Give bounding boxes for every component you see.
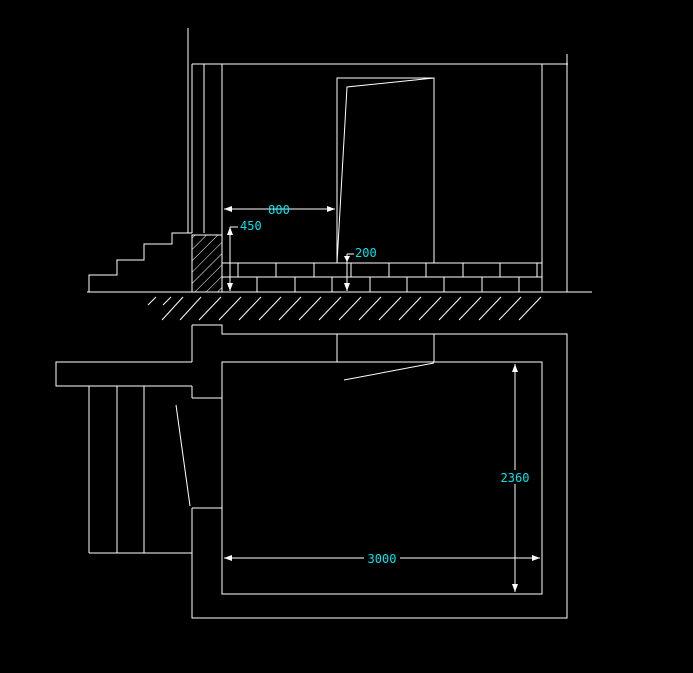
dimension-room-width-label: 3000 — [368, 552, 397, 566]
plan-entry-landing — [55, 361, 192, 387]
dimension-floor-thickness: 200 — [344, 246, 377, 291]
section-right-wall — [541, 54, 568, 292]
plan-stairs — [88, 386, 192, 554]
dimension-floor-thickness-label: 200 — [355, 246, 377, 260]
plan-side-door — [175, 386, 222, 553]
section-brick-floor — [221, 262, 543, 293]
dimension-step-height-label: 450 — [240, 219, 262, 233]
dimension-room-depth: 2360 — [496, 364, 534, 592]
plan-inner-room — [221, 361, 543, 595]
dimension-door-offset: 800 — [224, 203, 335, 217]
section-hatched-foundation — [191, 234, 223, 293]
section-view: 800 450 200 — [87, 28, 592, 321]
section-stairs — [88, 232, 192, 292]
dimension-step-height: 450 — [227, 219, 262, 291]
section-ground-hatch — [147, 296, 542, 321]
plan-outer-wall — [191, 324, 568, 619]
plan-door-opening — [336, 334, 435, 381]
dimension-room-depth-label: 2360 — [501, 471, 530, 485]
dimension-room-width: 3000 — [224, 551, 540, 566]
section-door — [336, 77, 435, 264]
dimension-door-offset-label: 800 — [268, 203, 290, 217]
plan-view: 3000 2360 — [55, 324, 568, 619]
